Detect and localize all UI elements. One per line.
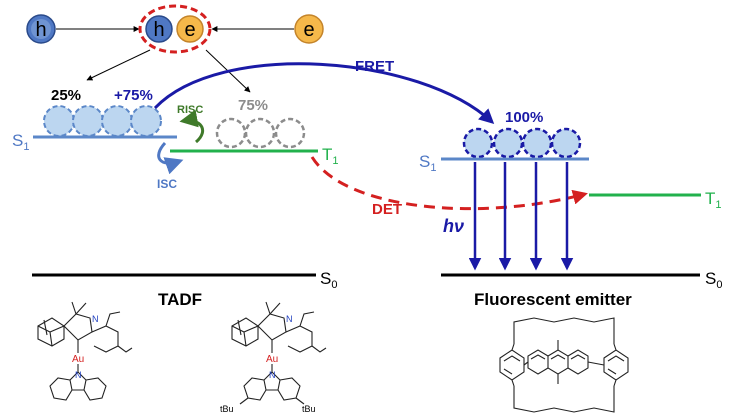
- tadf-triplet-excitons: [215, 117, 306, 149]
- exciton-pair: h e: [138, 4, 212, 54]
- emitter-singlet-excitons: [462, 127, 582, 159]
- tadf-molecule-2-n: N: [286, 314, 293, 324]
- singlet-branch-arrow: [86, 49, 151, 81]
- emitter-singlet-percent: 100%: [505, 109, 543, 126]
- tadf-molecule-2-carbazole-n: N: [269, 370, 276, 380]
- free-electron: e: [294, 14, 324, 44]
- tadf-molecule-2: [231, 301, 327, 405]
- fret-label: FRET: [355, 58, 394, 75]
- emission-arrows: [468, 162, 574, 271]
- tadf-title: TADF: [158, 290, 202, 309]
- risc-arrow: [179, 109, 205, 144]
- isc-label: ISC: [157, 177, 177, 191]
- singlet-percent: 25%: [51, 87, 81, 104]
- tadf-s1-label: S1: [12, 131, 29, 153]
- emitter-s1-label: S1: [419, 152, 436, 174]
- emitter-t1-label: T1: [705, 189, 722, 211]
- det-label: DET: [372, 201, 402, 218]
- tadf-singlet-excitons: [43, 105, 162, 137]
- emitter-molecule: [499, 317, 629, 413]
- transferred-percent: +75%: [114, 87, 153, 104]
- isc-arrow: [157, 141, 184, 175]
- triplet-percent: 75%: [238, 97, 268, 114]
- tbu-label-left: tBu: [220, 404, 234, 414]
- emitter-title: Fluorescent emitter: [474, 290, 632, 309]
- tadf-t1-label: T1: [322, 145, 339, 167]
- tadf-s0-label: S0: [320, 269, 337, 291]
- free-hole-label: h: [35, 19, 46, 41]
- det-arrow: [310, 156, 588, 211]
- free-hole: h: [26, 14, 56, 44]
- tbu-label-right: tBu: [302, 404, 316, 414]
- tadf-molecule-2-au: Au: [266, 354, 278, 365]
- free-electron-label: e: [303, 19, 314, 41]
- exciton-hole-label: h: [153, 19, 164, 41]
- tadf-molecule-1: [37, 301, 133, 401]
- exciton-electron-label: e: [184, 19, 195, 41]
- tadf-molecule-1-n: N: [92, 314, 99, 324]
- tadf-molecule-1-au: Au: [72, 354, 84, 365]
- risc-label: RISC: [177, 104, 203, 116]
- tadf-molecule-1-carbazole-n: N: [75, 370, 82, 380]
- emitter-s0-label: S0: [705, 269, 722, 291]
- fret-arrow: [153, 62, 495, 125]
- photon-label: hν: [443, 216, 464, 236]
